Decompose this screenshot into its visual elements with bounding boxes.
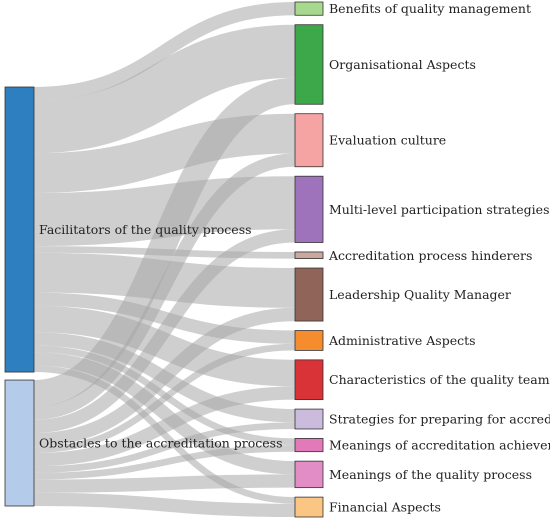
link-obstacles-to-characteristics [33,386,296,467]
label-financial: Financial Aspects [329,500,441,515]
node-multilevel[interactable] [294,175,324,243]
label-obstacles: Obstacles to the accreditation process [39,436,283,451]
label-evaluation: Evaluation culture [329,133,446,148]
node-characteristics[interactable] [294,359,324,401]
link-facilitators-to-characteristics [33,305,296,387]
link-obstacles-to-achievement [33,445,296,480]
label-achievement: Meanings of accreditation achievement [329,438,550,453]
node-evaluation[interactable] [294,113,324,168]
link-obstacles-to-evaluation [33,153,296,420]
node-hinderers[interactable] [294,251,324,259]
node-organisational[interactable] [294,24,324,105]
label-meanings: Meanings of the quality process [329,467,532,482]
label-benefits: Benefits of quality management [329,1,531,16]
node-obstacles[interactable] [4,379,35,507]
link-obstacles-to-administrative [33,343,296,453]
link-facilitators-to-administrative [33,292,296,344]
label-characteristics: Characteristics of the quality team [329,372,550,387]
sankey-labels: Facilitators of the quality processObsta… [39,1,550,514]
label-hinderers: Accreditation process hinderers [328,248,532,263]
link-facilitators-to-organisational [33,24,296,154]
label-leadership: Leadership Quality Manager [329,287,511,302]
sankey-nodes [4,1,324,518]
link-obstacles-to-leadership [33,307,296,447]
node-achievement[interactable] [294,438,324,453]
label-administrative: Administrative Aspects [328,333,476,348]
label-facilitators: Facilitators of the quality process [39,222,252,237]
link-obstacles-to-multilevel [33,229,296,434]
label-organisational: Organisational Aspects [329,57,476,72]
link-obstacles-to-financial [33,492,296,518]
link-obstacles-to-organisational [33,77,296,407]
node-financial[interactable] [294,496,324,518]
link-obstacles-to-meanings [33,474,296,493]
node-leadership[interactable] [294,267,324,322]
node-strategies[interactable] [294,408,324,430]
node-administrative[interactable] [294,330,324,351]
label-strategies: Strategies for preparing for accreditati… [329,412,550,427]
link-facilitators-to-benefits [33,1,296,101]
node-meanings[interactable] [294,460,324,489]
link-obstacles-to-strategies [33,422,296,473]
label-multilevel: Multi-level participation strategies [329,202,550,217]
sankey-links [33,1,296,518]
link-facilitators-to-evaluation [33,113,296,194]
node-benefits[interactable] [294,1,324,16]
node-facilitators[interactable] [4,86,35,373]
